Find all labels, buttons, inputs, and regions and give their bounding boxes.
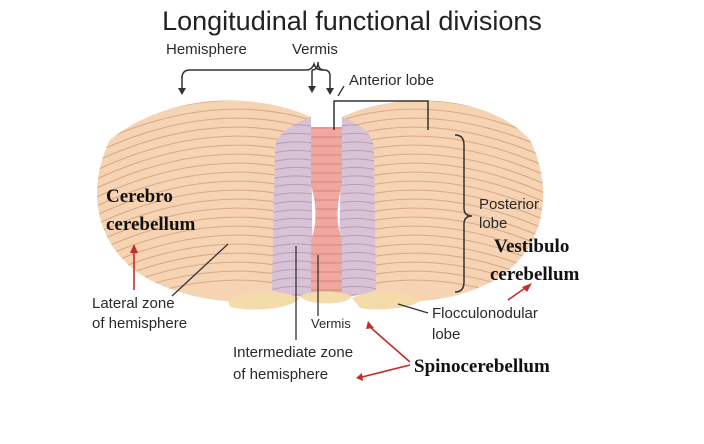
label-cerebro-1: Cerebro — [106, 186, 173, 207]
label-posterior-lobe-1: Posterior — [479, 196, 540, 213]
pointer-flocculonodular — [397, 303, 429, 314]
anterior-lobe-arrow — [337, 85, 345, 97]
label-vermis-top: Vermis — [292, 41, 338, 58]
label-posterior-lobe-2: lobe — [479, 215, 508, 232]
top-brace-vermis — [311, 61, 325, 71]
flocculonodular-lobe — [228, 291, 420, 310]
arrowhead-vermis-2 — [326, 88, 334, 95]
flocculonodular-center — [300, 291, 352, 304]
label-intermediate-zone-2: of hemisphere — [233, 366, 329, 383]
folia-line — [272, 209, 313, 214]
label-flocculonodular-2: lobe — [432, 326, 461, 343]
diagram-title: Longitudinal functional divisions — [162, 6, 542, 36]
folia-line — [338, 226, 376, 231]
label-lateral-zone-1: Lateral zone — [92, 295, 175, 312]
red-arrowhead-cerebro — [130, 244, 138, 253]
label-anterior-lobe: Anterior lobe — [349, 72, 435, 89]
red-arrows — [133, 250, 529, 378]
label-hemisphere: Hemisphere — [166, 41, 247, 58]
red-arrowheads — [130, 244, 532, 381]
label-vestibulo-2: cerebellum — [490, 264, 580, 285]
arrowhead-hemisphere — [178, 88, 186, 95]
label-vestibulo-1: Vestibulo — [494, 236, 570, 257]
label-spinocerebellum: Spinocerebellum — [414, 356, 550, 377]
folia-line — [272, 226, 313, 231]
pointer-lines — [171, 243, 429, 340]
top-brace-line — [181, 61, 331, 79]
folia-line — [97, 117, 311, 161]
folia-line — [272, 234, 313, 240]
label-lateral-zone-2: of hemisphere — [92, 315, 188, 332]
label-vermis-bottom: Vermis — [311, 316, 351, 331]
anterior-lobe-bracket — [333, 100, 429, 130]
vermis-shape — [311, 127, 342, 296]
folia-line — [338, 217, 376, 223]
red-line-intermediate — [361, 364, 411, 378]
red-line-vermis — [369, 326, 411, 363]
folia-line — [338, 234, 376, 240]
flocculonodular-left — [228, 292, 300, 310]
intermediate-zone-left — [272, 117, 313, 298]
arrowhead-vermis-1 — [308, 86, 316, 93]
red-arrowhead-vestibulo — [522, 283, 532, 292]
top-brace — [181, 61, 331, 92]
vermis-strip — [311, 127, 342, 296]
label-cerebro-2: cerebellum — [106, 214, 196, 235]
folia-line — [338, 200, 376, 206]
folia-line — [338, 209, 376, 214]
top-arrowheads — [178, 86, 334, 95]
label-intermediate-zone-1: Intermediate zone — [233, 344, 354, 361]
pointer-lateral-zone — [171, 243, 229, 297]
red-arrowhead-vermis — [366, 321, 374, 329]
folia-line — [272, 217, 313, 223]
label-flocculonodular-1: Flocculonodular — [432, 305, 538, 322]
posterior-lobe-brace — [454, 134, 473, 293]
red-arrowhead-intermediate — [356, 373, 363, 381]
folia-line — [338, 192, 376, 197]
